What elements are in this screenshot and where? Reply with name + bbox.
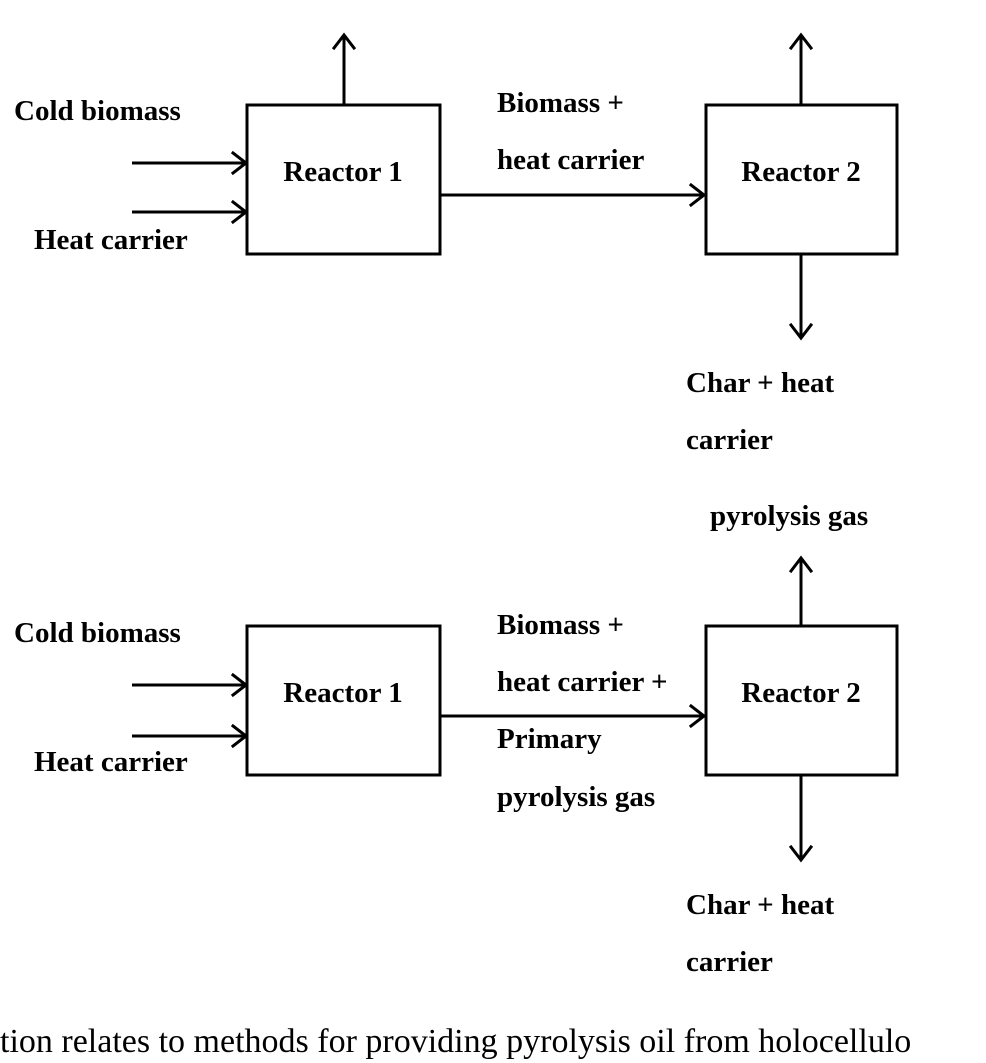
bottom-reactor-1-label: Reactor 1: [283, 677, 402, 709]
bottom-reactor-2-down-arrow: [791, 775, 811, 860]
bottom-top-output-label: pyrolysis gas: [710, 500, 868, 532]
top-reactor-2-down-arrow: [791, 254, 811, 338]
bottom-heat-carrier-label: Heat carrier: [34, 746, 188, 778]
bottom-reactor-1: Reactor 1: [247, 626, 440, 775]
bottom-transfer-label-line-2: heat carrier +: [497, 666, 668, 698]
caption-text: tion relates to methods for providing py…: [0, 1023, 911, 1060]
top-cold-biomass-arrow: [132, 153, 246, 173]
bottom-transfer-label-line-3: Primary: [497, 723, 602, 755]
bottom-diagram: pyrolysis gas Cold biomass Heat carrier …: [14, 500, 897, 978]
bottom-transfer-label-line-4: pyrolysis gas: [497, 781, 655, 813]
bottom-reactor-2-up-arrow: [791, 558, 811, 626]
top-output-label-line-1: Char + heat: [686, 367, 834, 399]
top-reactor-2: Reactor 2: [706, 105, 897, 254]
top-transfer-label-line-1: Biomass +: [497, 87, 624, 119]
top-cold-biomass-label: Cold biomass: [14, 95, 181, 127]
bottom-transfer-label-line-1: Biomass +: [497, 609, 624, 641]
top-reactor-1: Reactor 1: [247, 105, 440, 254]
bottom-cold-biomass-label: Cold biomass: [14, 617, 181, 649]
top-reactor-1-label: Reactor 1: [283, 156, 402, 188]
top-reactor-2-label: Reactor 2: [741, 156, 860, 188]
bottom-reactor-2: Reactor 2: [706, 626, 897, 775]
top-heat-carrier-label: Heat carrier: [34, 224, 188, 256]
top-reactor-1-up-arrow: [334, 35, 354, 105]
top-transfer-label-line-2: heat carrier: [497, 144, 644, 176]
bottom-reactor-2-label: Reactor 2: [741, 677, 860, 709]
bottom-cold-biomass-arrow: [132, 675, 246, 695]
top-transfer-arrow: [440, 185, 704, 205]
bottom-heat-carrier-arrow: [132, 726, 246, 746]
top-output-label-line-2: carrier: [686, 424, 773, 456]
top-diagram: Cold biomass Heat carrier Reactor 1 Biom…: [14, 35, 897, 456]
top-reactor-2-up-arrow: [791, 35, 811, 105]
bottom-output-label-line-1: Char + heat: [686, 889, 834, 921]
bottom-output-label-line-2: carrier: [686, 946, 773, 978]
top-heat-carrier-arrow: [132, 202, 246, 222]
